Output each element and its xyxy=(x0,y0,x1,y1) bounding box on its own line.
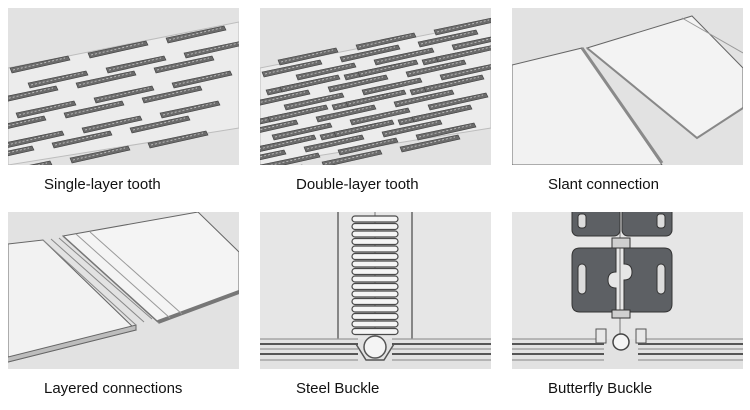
splice-label: Butterfly Buckle xyxy=(548,380,653,397)
splice-label: Single-layer tooth xyxy=(44,176,161,193)
splice-card-layered-connections: Layered connections xyxy=(8,212,239,397)
splice-card-steel-buckle: Steel Buckle xyxy=(260,212,491,397)
splice-card-butterfly-buckle: Butterfly Buckle xyxy=(512,212,743,397)
slant-connection-diagram xyxy=(512,8,743,165)
steel-buckle-diagram xyxy=(260,212,491,369)
butterfly-buckle-diagram xyxy=(512,212,743,369)
splice-label: Double-layer tooth xyxy=(296,176,419,193)
splice-card-slant-connection: Slant connection xyxy=(512,8,743,193)
double-layer-tooth-diagram xyxy=(260,8,491,165)
splice-card-single-layer-tooth: Single-layer tooth xyxy=(8,8,239,193)
splice-label: Layered connections xyxy=(44,380,183,397)
layered-connections-diagram xyxy=(8,212,239,369)
splice-label: Steel Buckle xyxy=(296,380,380,397)
single-layer-tooth-diagram xyxy=(8,8,239,165)
splice-card-double-layer-tooth: Double-layer tooth xyxy=(260,8,491,193)
splice-label: Slant connection xyxy=(548,176,659,193)
